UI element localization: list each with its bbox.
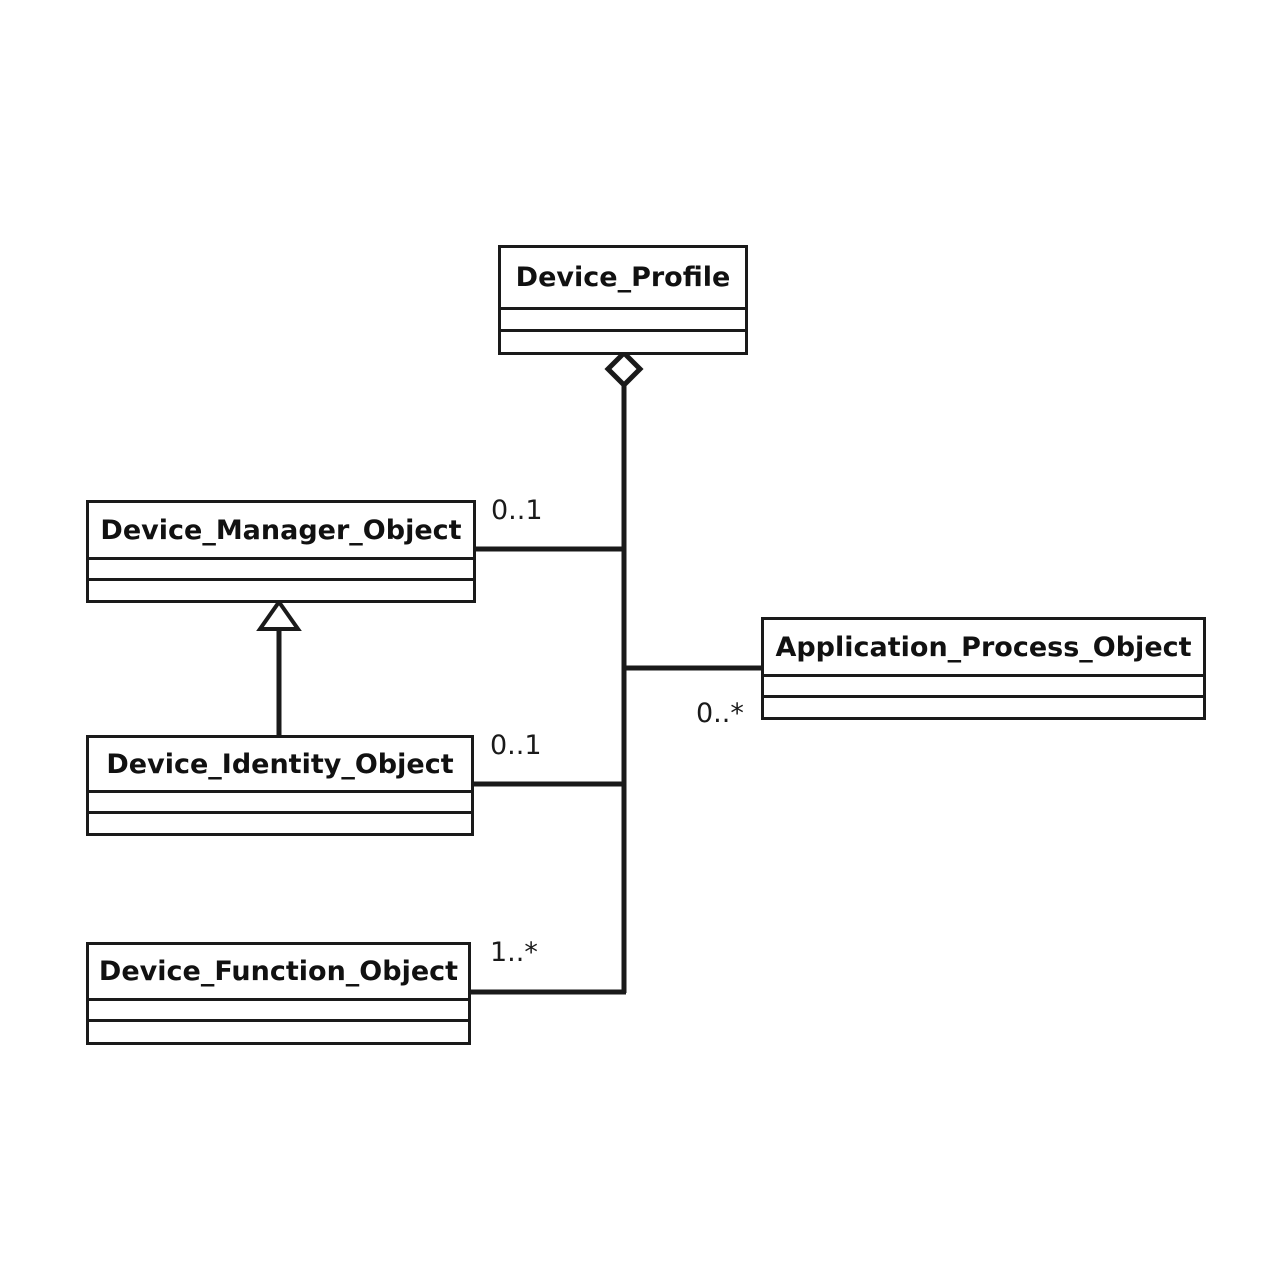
operations-compartment xyxy=(89,814,471,833)
attributes-compartment xyxy=(89,793,471,814)
class-name-device-identity-object: Device_Identity_Object xyxy=(106,748,454,780)
multiplicity-device-manager-object: 0..1 xyxy=(491,495,543,526)
class-box-device-manager-object[interactable]: Device_Manager_Object xyxy=(86,500,476,603)
operations-compartment xyxy=(501,332,745,352)
operations-compartment xyxy=(89,581,473,600)
name-compartment: Device_Profile xyxy=(501,248,745,310)
class-name-device-manager-object: Device_Manager_Object xyxy=(100,514,462,546)
name-compartment: Device_Identity_Object xyxy=(89,738,471,793)
aggregation-diamond-icon xyxy=(604,349,644,389)
attributes-compartment xyxy=(89,1001,468,1022)
class-name-device-function-object: Device_Function_Object xyxy=(98,956,459,987)
operations-compartment xyxy=(89,1022,468,1042)
class-box-device-profile[interactable]: Device_Profile xyxy=(498,245,748,355)
name-compartment: Device_Manager_Object xyxy=(89,503,473,560)
name-compartment: Device_Function_Object xyxy=(89,945,468,1001)
operations-compartment xyxy=(764,698,1203,717)
connector-layer xyxy=(256,349,763,995)
name-compartment: Application_Process_Object xyxy=(764,620,1203,677)
multiplicity-application-process-object: 0..* xyxy=(696,698,744,729)
class-box-device-identity-object[interactable]: Device_Identity_Object xyxy=(86,735,474,836)
class-box-application-process-object[interactable]: Application_Process_Object xyxy=(761,617,1206,720)
attributes-compartment xyxy=(501,310,745,332)
multiplicity-device-function-object: 1..* xyxy=(490,937,538,968)
attributes-compartment xyxy=(764,677,1203,698)
generalization-connector xyxy=(256,598,302,735)
class-name-application-process-object: Application_Process_Object xyxy=(775,631,1192,663)
class-box-device-function-object[interactable]: Device_Function_Object xyxy=(86,942,471,1045)
class-name-device-profile: Device_Profile xyxy=(515,262,731,293)
multiplicity-device-identity-object: 0..1 xyxy=(490,730,542,761)
diagram-canvas[interactable]: Device_Profile Device_Manager_Object App… xyxy=(6,6,1280,1286)
generalization-triangle-icon xyxy=(256,598,302,631)
attributes-compartment xyxy=(89,560,473,581)
